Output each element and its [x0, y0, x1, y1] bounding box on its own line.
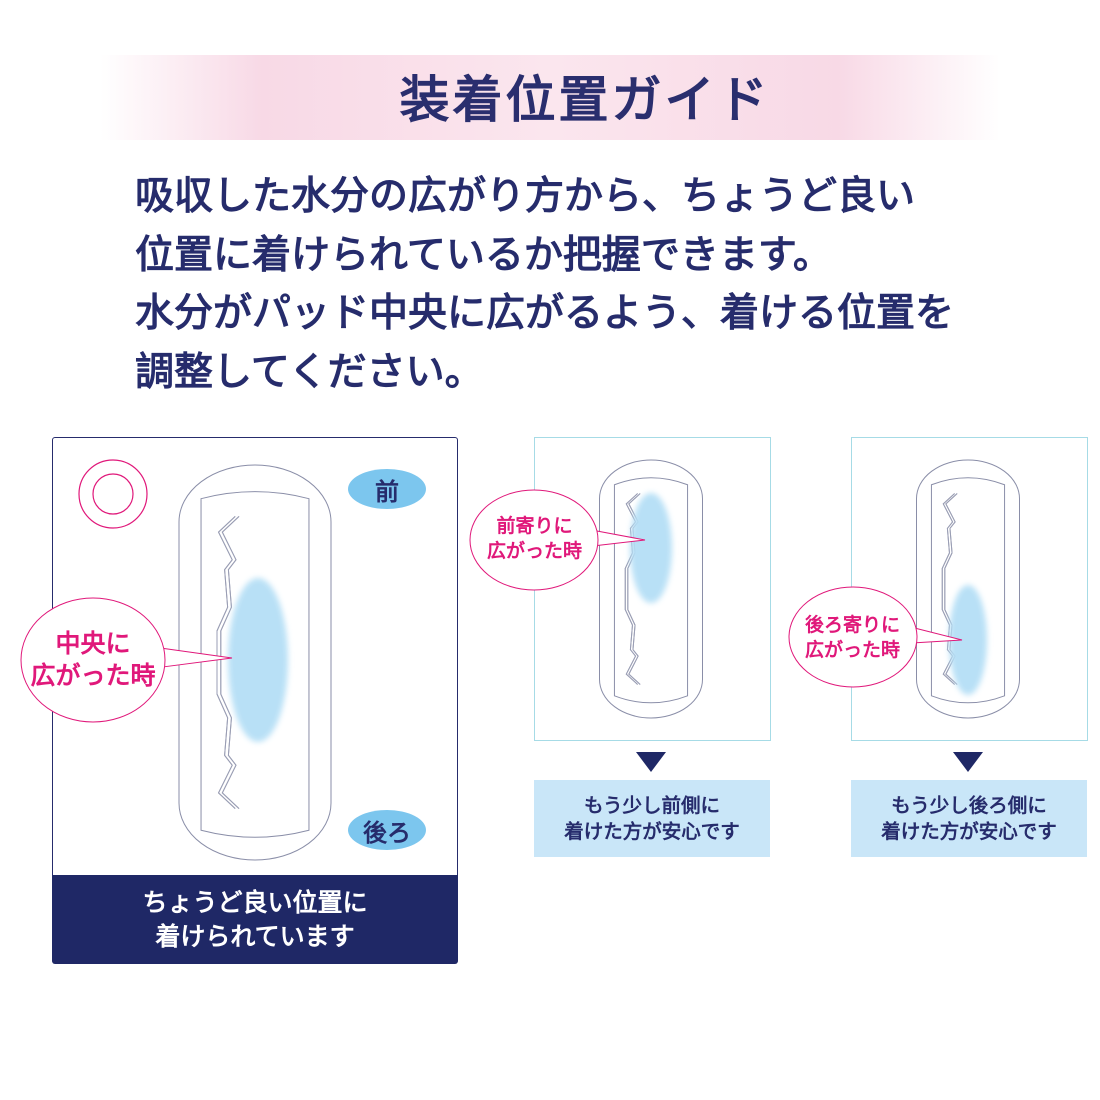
- pad-inner-sheet: [930, 477, 1006, 704]
- advice-line: もう少し後ろ側に: [891, 793, 1047, 817]
- advice-line: 着けた方が安心です: [881, 819, 1057, 843]
- advice-line: 着けた方が安心です: [564, 819, 740, 843]
- back-bubble-text: 後ろ寄りに 広がった時: [790, 613, 915, 663]
- page-title: 装着位置ガイド: [399, 71, 771, 129]
- bubble-line: 広がった時: [30, 661, 156, 690]
- bubble-join: [588, 530, 594, 546]
- bubble-line: 広がった時: [804, 639, 900, 661]
- intro-line: 水分がパッド中央に広がるよう、着ける位置を: [135, 291, 955, 336]
- front-label: 前: [348, 469, 426, 509]
- result-line: ちょうど良い位置に: [142, 887, 368, 917]
- front-bubble-text: 前寄りに 広がった時: [472, 514, 597, 564]
- front-advice-box: もう少し前側に 着けた方が安心です: [534, 780, 770, 857]
- pad-inner-sheet: [200, 491, 310, 838]
- absorption-area: [630, 493, 672, 603]
- back-advice-box: もう少し後ろ側に 着けた方が安心です: [851, 780, 1087, 857]
- title-band: [100, 55, 1000, 140]
- intro-text: 吸収した水分の広がり方から、ちょうど良い 位置に着けられているか把握できます。 …: [135, 168, 1035, 402]
- bubble-join: [907, 627, 913, 643]
- bubble-line: 後ろ寄りに: [804, 614, 900, 636]
- down-arrow-icon: [953, 752, 983, 772]
- down-arrow-icon: [636, 752, 666, 772]
- absorption-area: [228, 578, 288, 742]
- bubble-tail: [157, 647, 233, 668]
- intro-line: 位置に着けられているか把握できます。: [135, 232, 832, 278]
- pad-channel-line: [216, 515, 236, 810]
- bubble-join: [154, 648, 160, 667]
- bubble-tail: [910, 626, 963, 644]
- result-banner: ちょうど良い位置に 着けられています: [52, 875, 458, 964]
- center-bubble-text: 中央に 広がった時: [23, 628, 163, 692]
- bubble-tail: [591, 529, 646, 547]
- good-mark-icon-inner: [92, 473, 134, 515]
- bubble-line: 広がった時: [486, 540, 582, 562]
- speech-bubble: [788, 586, 918, 688]
- speech-bubble: [20, 597, 166, 723]
- absorption-area: [949, 585, 987, 695]
- back-label: 後ろ: [348, 810, 426, 850]
- good-mark-icon: [78, 459, 148, 529]
- bubble-line: 中央に: [55, 629, 131, 658]
- speech-bubble: [469, 489, 599, 591]
- result-line: 着けられています: [155, 921, 355, 951]
- intro-line: 調整してください。: [135, 349, 484, 395]
- pad-inner-sheet: [613, 477, 689, 704]
- intro-line: 吸収した水分の広がり方から、ちょうど良い: [135, 174, 916, 219]
- pad-channel-line: [220, 515, 240, 810]
- advice-line: もう少し前側に: [584, 793, 720, 817]
- bubble-line: 前寄りに: [496, 515, 573, 537]
